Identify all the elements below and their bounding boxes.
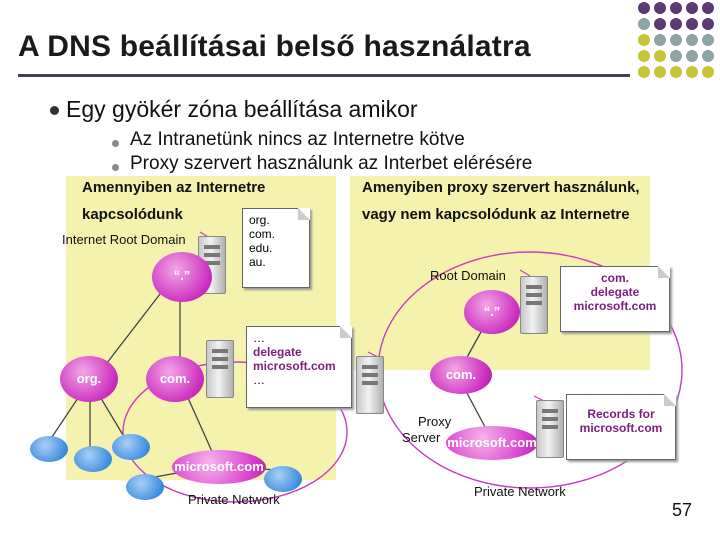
decorative-dot [638,2,650,14]
left-root-node: “.” [152,252,212,302]
decorative-dot-grid [638,2,714,78]
main-bullet: Egy gyökér zóna beállítása amikor [66,96,418,122]
left-network-label: Private Network [188,492,280,507]
decorative-dot [670,2,682,14]
decorative-dot [654,50,666,62]
left-org-node: org. [60,356,118,402]
decorative-dot [654,66,666,78]
right-microsoft-server-icon [536,400,564,458]
page-number: 57 [672,500,693,520]
left-note-tld: org. com. edu. au. [242,208,310,288]
decorative-dot [686,18,698,30]
note-line: … [253,331,265,345]
decorative-dot [654,34,666,46]
note-line: Records for [587,407,655,421]
right-header-line1: Amenyiben proxy szervert használunk, [362,179,640,196]
decorative-dot [670,18,682,30]
decorative-dot [654,2,666,14]
right-note-delegate: com. delegate microsoft.com [560,266,670,332]
left-root-label: Internet Root Domain [62,232,186,247]
decorative-dot [638,34,650,46]
decorative-dot [702,50,714,62]
left-leaf-node [74,446,112,472]
left-com-node: com. [146,356,204,402]
right-com-server-icon [356,356,384,414]
right-header-line2: vagy nem kapcsolódunk az Internetre [362,206,630,223]
decorative-dot [686,34,698,46]
note-line: edu. [249,241,273,255]
decorative-dot [638,50,650,62]
slide-title: A DNS beállításai belső használatra [18,30,531,63]
decorative-dot [670,50,682,62]
left-leaf-node [126,474,164,500]
decorative-dot [686,50,698,62]
note-line: com. [249,227,276,241]
decorative-dot [702,18,714,30]
decorative-dot [654,18,666,30]
note-line: com. [600,271,629,285]
sub-bullet-2: Proxy szervert használunk az Interbet el… [130,153,533,174]
left-com-server-icon [206,340,234,398]
right-network-label: Private Network [474,484,566,499]
left-leaf-node [30,436,68,462]
note-line: org. [249,213,270,227]
decorative-dot [670,34,682,46]
sub-bullet-dot [112,164,119,171]
decorative-dot [686,2,698,14]
decorative-dot [638,18,650,30]
proxy-label-2: Server [402,430,441,445]
left-note-delegate: … delegate microsoft.com … [246,326,352,408]
decorative-dot [670,66,682,78]
note-line: delegate [253,345,302,359]
right-root-label: Root Domain [430,268,506,283]
right-com-node: com. [430,356,492,394]
note-line: microsoft.com [573,299,657,313]
note-line: au. [249,255,266,269]
note-line: microsoft.com [579,421,663,435]
title-underline [18,74,630,77]
decorative-dot [702,66,714,78]
left-header-line1: Amennyiben az Internetre [82,179,266,196]
left-header-line2: kapcsolódunk [82,206,183,223]
decorative-dot [686,66,698,78]
proxy-label-1: Proxy [418,414,452,429]
left-microsoft-node: microsoft.com [172,450,266,484]
right-microsoft-node: microsoft.com [446,426,538,460]
left-leaf-node [264,466,302,492]
decorative-dot [702,2,714,14]
note-line: … [253,373,265,387]
note-line: delegate [590,285,640,299]
bullet-dot [50,106,59,115]
decorative-dot [702,34,714,46]
left-leaf-node [112,434,150,460]
sub-bullet-dot [112,140,119,147]
right-root-node: “.” [464,290,520,334]
sub-bullet-1: Az Intranetünk nincs az Internetre kötve [130,129,465,150]
right-root-server-icon [520,276,548,334]
note-line: microsoft.com [253,359,336,373]
right-note-records: Records for microsoft.com [566,394,676,460]
decorative-dot [638,66,650,78]
